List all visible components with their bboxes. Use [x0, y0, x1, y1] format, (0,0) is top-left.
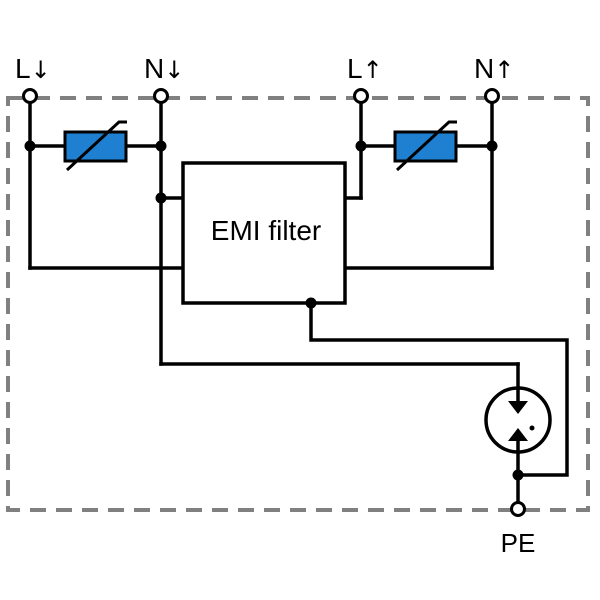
gdt-lower-electrode: [508, 428, 528, 441]
label-n-in-letter: N: [144, 53, 164, 84]
label-l-out-arrow: ↑: [363, 56, 383, 84]
label-l-in-letter: L: [15, 53, 31, 84]
varistor-left-body: [63, 130, 128, 163]
label-l-in-arrow: ↓: [31, 56, 51, 84]
label-n-out: N↑: [474, 53, 514, 84]
label-n-out-letter: N: [474, 53, 494, 84]
gdt-upper-electrode: [508, 401, 528, 414]
varistor-left: [63, 120, 128, 172]
varistor-left-slash: [65, 120, 127, 172]
junction-dot: [155, 192, 167, 204]
label-l-out: L↑: [347, 53, 383, 84]
gas-discharge-tube: [484, 386, 552, 454]
varistor-right-slash: [395, 120, 457, 172]
junction-dot: [24, 140, 36, 152]
junction-dot: [512, 469, 524, 481]
enclosure-dashed-border: [6, 96, 590, 512]
label-n-in: N↓: [144, 53, 184, 84]
junctions: [24, 140, 524, 481]
label-n-in-arrow: ↓: [164, 56, 184, 84]
terminal-n-in: [153, 88, 169, 104]
gdt-gas-dot: [529, 425, 535, 431]
junction-dot: [305, 297, 317, 309]
terminal-pe: [510, 501, 526, 517]
terminals: [22, 88, 526, 517]
varistor-right-body: [393, 130, 458, 163]
junction-dot: [486, 140, 498, 152]
terminal-l-out: [353, 88, 369, 104]
wire-filter-ground-to-pe: [309, 301, 569, 477]
varistor-right: [393, 120, 458, 172]
label-l-out-letter: L: [347, 53, 363, 84]
label-n-out-arrow: ↑: [494, 56, 514, 84]
label-pe: PE: [501, 528, 536, 558]
terminal-l-in: [22, 88, 38, 104]
junction-dot: [155, 140, 167, 152]
label-l-in: L↓: [15, 53, 51, 84]
emi-filter-box: [181, 161, 347, 305]
terminal-n-out: [484, 88, 500, 104]
emi-filter-label: EMI filter: [211, 215, 321, 246]
junction-dot: [355, 140, 367, 152]
